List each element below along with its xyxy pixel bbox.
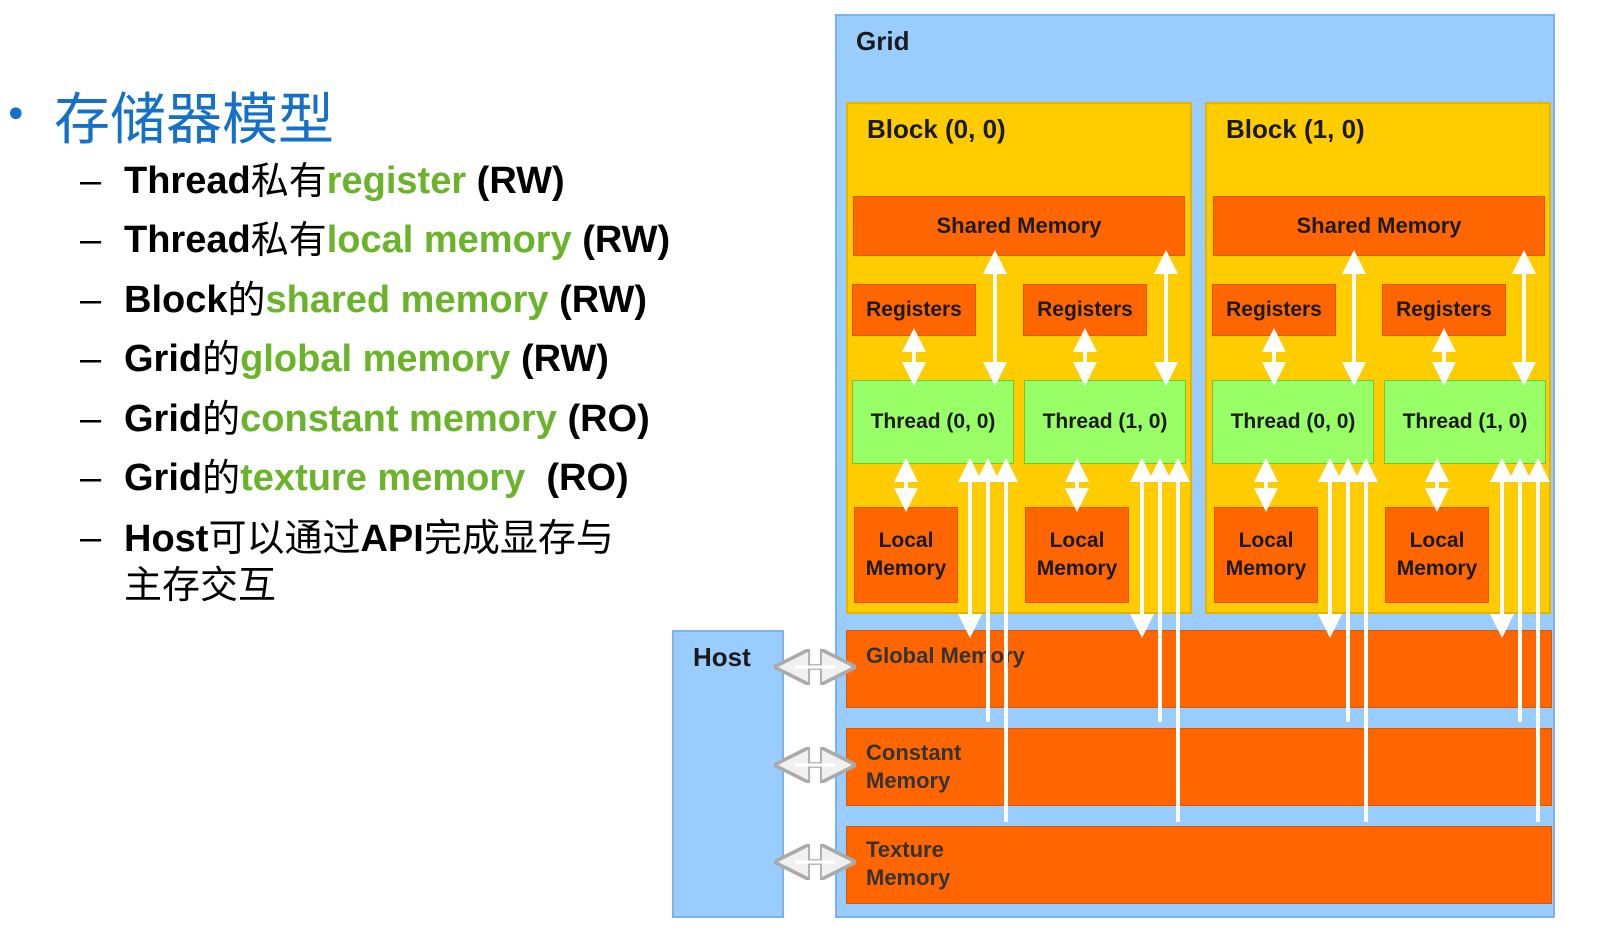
list-item-subject: Grid [124, 398, 203, 440]
list-item-memory: constant memory [240, 398, 557, 440]
list-item-memory: shared memory [265, 279, 549, 321]
list-item-memory: texture memory [240, 457, 526, 499]
heading-bullet: • [4, 92, 28, 138]
list-item-access: (RO) [556, 398, 650, 440]
block-label: Block (1, 0) [1226, 114, 1365, 144]
registers: Registers [1212, 284, 1336, 336]
list-item-subject: Thread [124, 219, 251, 261]
grid-label: Grid [856, 26, 910, 56]
host-label: Host [693, 642, 751, 672]
list-item-access: (RW) [466, 160, 565, 202]
list-item-connector: 的 [202, 337, 241, 381]
list-item-connector: 的 [227, 278, 266, 322]
thread: Thread (0, 0) [852, 380, 1014, 464]
list-item-body: Host可以通过API完成显存与主存交互 [124, 515, 644, 609]
local-memory: Local Memory [1214, 507, 1318, 603]
list-dash: – [80, 457, 102, 499]
local-memory: Local Memory [1025, 507, 1129, 603]
list-item-access: (RW) [548, 279, 648, 321]
list-item-subject: Grid [124, 338, 203, 380]
list-item-connector: 私有 [250, 159, 327, 203]
list-dash: – [80, 398, 102, 440]
slide-heading: • 存储器模型 [0, 80, 334, 153]
global-memory-box [846, 630, 1552, 708]
block-label: Block (0, 0) [867, 114, 1006, 144]
host-box [672, 630, 784, 918]
list-item-connector: 私有 [250, 218, 327, 262]
thread: Thread (1, 0) [1024, 380, 1186, 464]
list-dash: – [80, 219, 102, 261]
list-item-access: (RW) [510, 338, 609, 380]
list-item-memory: global memory [240, 338, 511, 380]
list-item-access: (RW) [571, 219, 671, 261]
list-dash: – [80, 338, 102, 380]
list-item-connector: 可以通过 [208, 516, 361, 560]
thread: Thread (0, 0) [1212, 380, 1374, 464]
list-item-subject: Block [124, 279, 228, 321]
list-item-connector: 的 [202, 456, 241, 500]
registers: Registers [1382, 284, 1506, 336]
texture-memory-box [846, 826, 1552, 904]
list-item-api: API [360, 518, 424, 560]
list-item-access: (RO) [525, 457, 629, 499]
list-item-subject: Thread [124, 160, 251, 202]
list-item-subject: Host [124, 518, 209, 560]
local-memory: Local Memory [854, 507, 958, 603]
texture-memory-label: Texture Memory [866, 837, 951, 890]
heading-title: 存储器模型 [54, 87, 334, 153]
registers: Registers [852, 284, 976, 336]
thread: Thread (1, 0) [1384, 380, 1546, 464]
constant-memory-label: Constant Memory [866, 740, 962, 793]
list-dash: – [80, 517, 102, 559]
list-dash: – [80, 279, 102, 321]
list-item-connector: 的 [202, 397, 241, 441]
list-item-memory: local memory [326, 219, 572, 261]
list-item: – Host可以通过API完成显存与主存交互 [80, 515, 644, 609]
host-arrows [792, 667, 838, 862]
list-item-memory: register [326, 160, 467, 202]
shared-memory: Shared Memory [1213, 196, 1545, 256]
local-memory: Local Memory [1385, 507, 1489, 603]
list-item-description: 完成显存与主存交互 [124, 516, 614, 607]
registers: Registers [1023, 284, 1147, 336]
shared-memory: Shared Memory [853, 196, 1185, 256]
constant-memory-box [846, 728, 1552, 806]
list-item-subject: Grid [124, 457, 203, 499]
list-dash: – [80, 160, 102, 202]
global-memory-label: Global Memory [866, 643, 1025, 668]
